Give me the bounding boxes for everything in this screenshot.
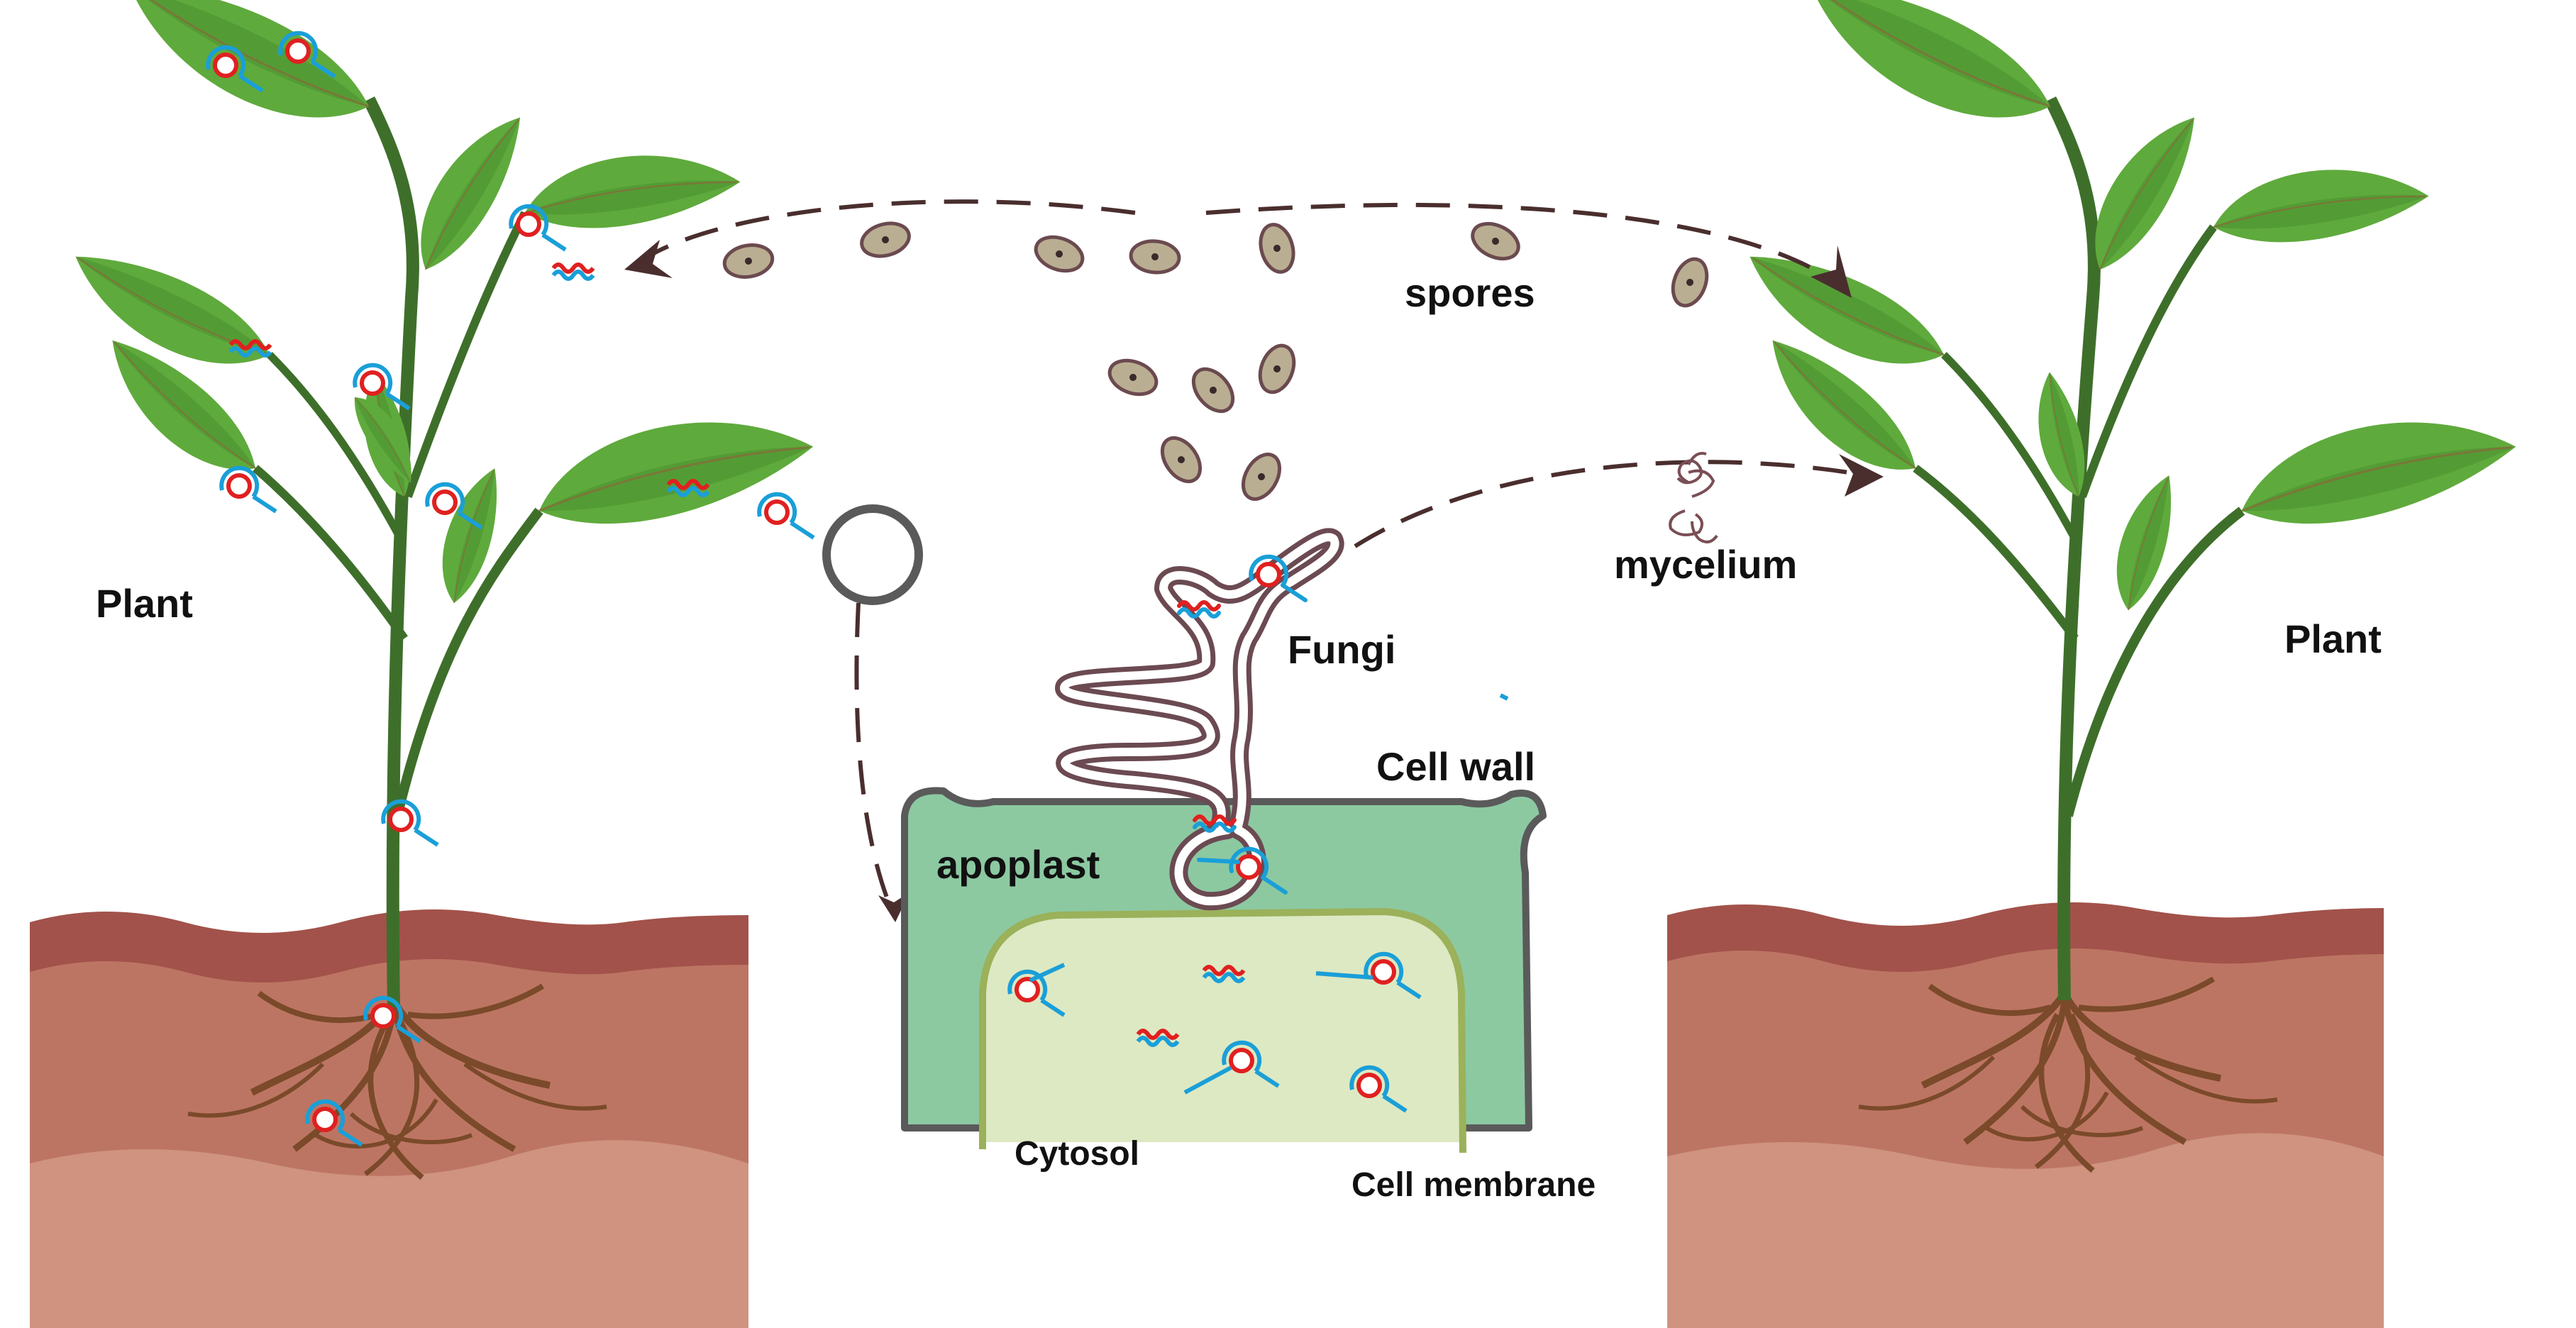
small-blue-fragment [1499, 693, 1509, 701]
magnifier-circle-icon [822, 504, 923, 605]
mycelium-icon [1669, 452, 1718, 543]
plant-right [1731, 0, 2525, 1171]
label-cell-membrane: Cell membrane [1351, 1166, 1596, 1204]
label-spores: spores [1405, 270, 1535, 315]
arrow-heads [624, 240, 1884, 922]
label-plant-right: Plant [2284, 616, 2382, 661]
spores-group [722, 217, 1713, 506]
plant-cell [901, 787, 1547, 1153]
plant-left [57, 0, 822, 1178]
label-fungi: Fungi [1288, 627, 1395, 672]
label-cell-wall: Cell wall [1376, 744, 1535, 789]
label-plant-left: Plant [96, 581, 193, 626]
label-mycelium: mycelium [1614, 542, 1797, 587]
soil-right [1667, 902, 2384, 1328]
cell-membrane-line [979, 907, 1466, 1153]
dashed-arrows [637, 199, 1867, 917]
fungal-hypha [1055, 528, 1344, 911]
cytosol-region [983, 912, 1463, 1142]
label-cytosol: Cytosol [1015, 1135, 1139, 1173]
label-apoplast: apoplast [936, 842, 1100, 887]
